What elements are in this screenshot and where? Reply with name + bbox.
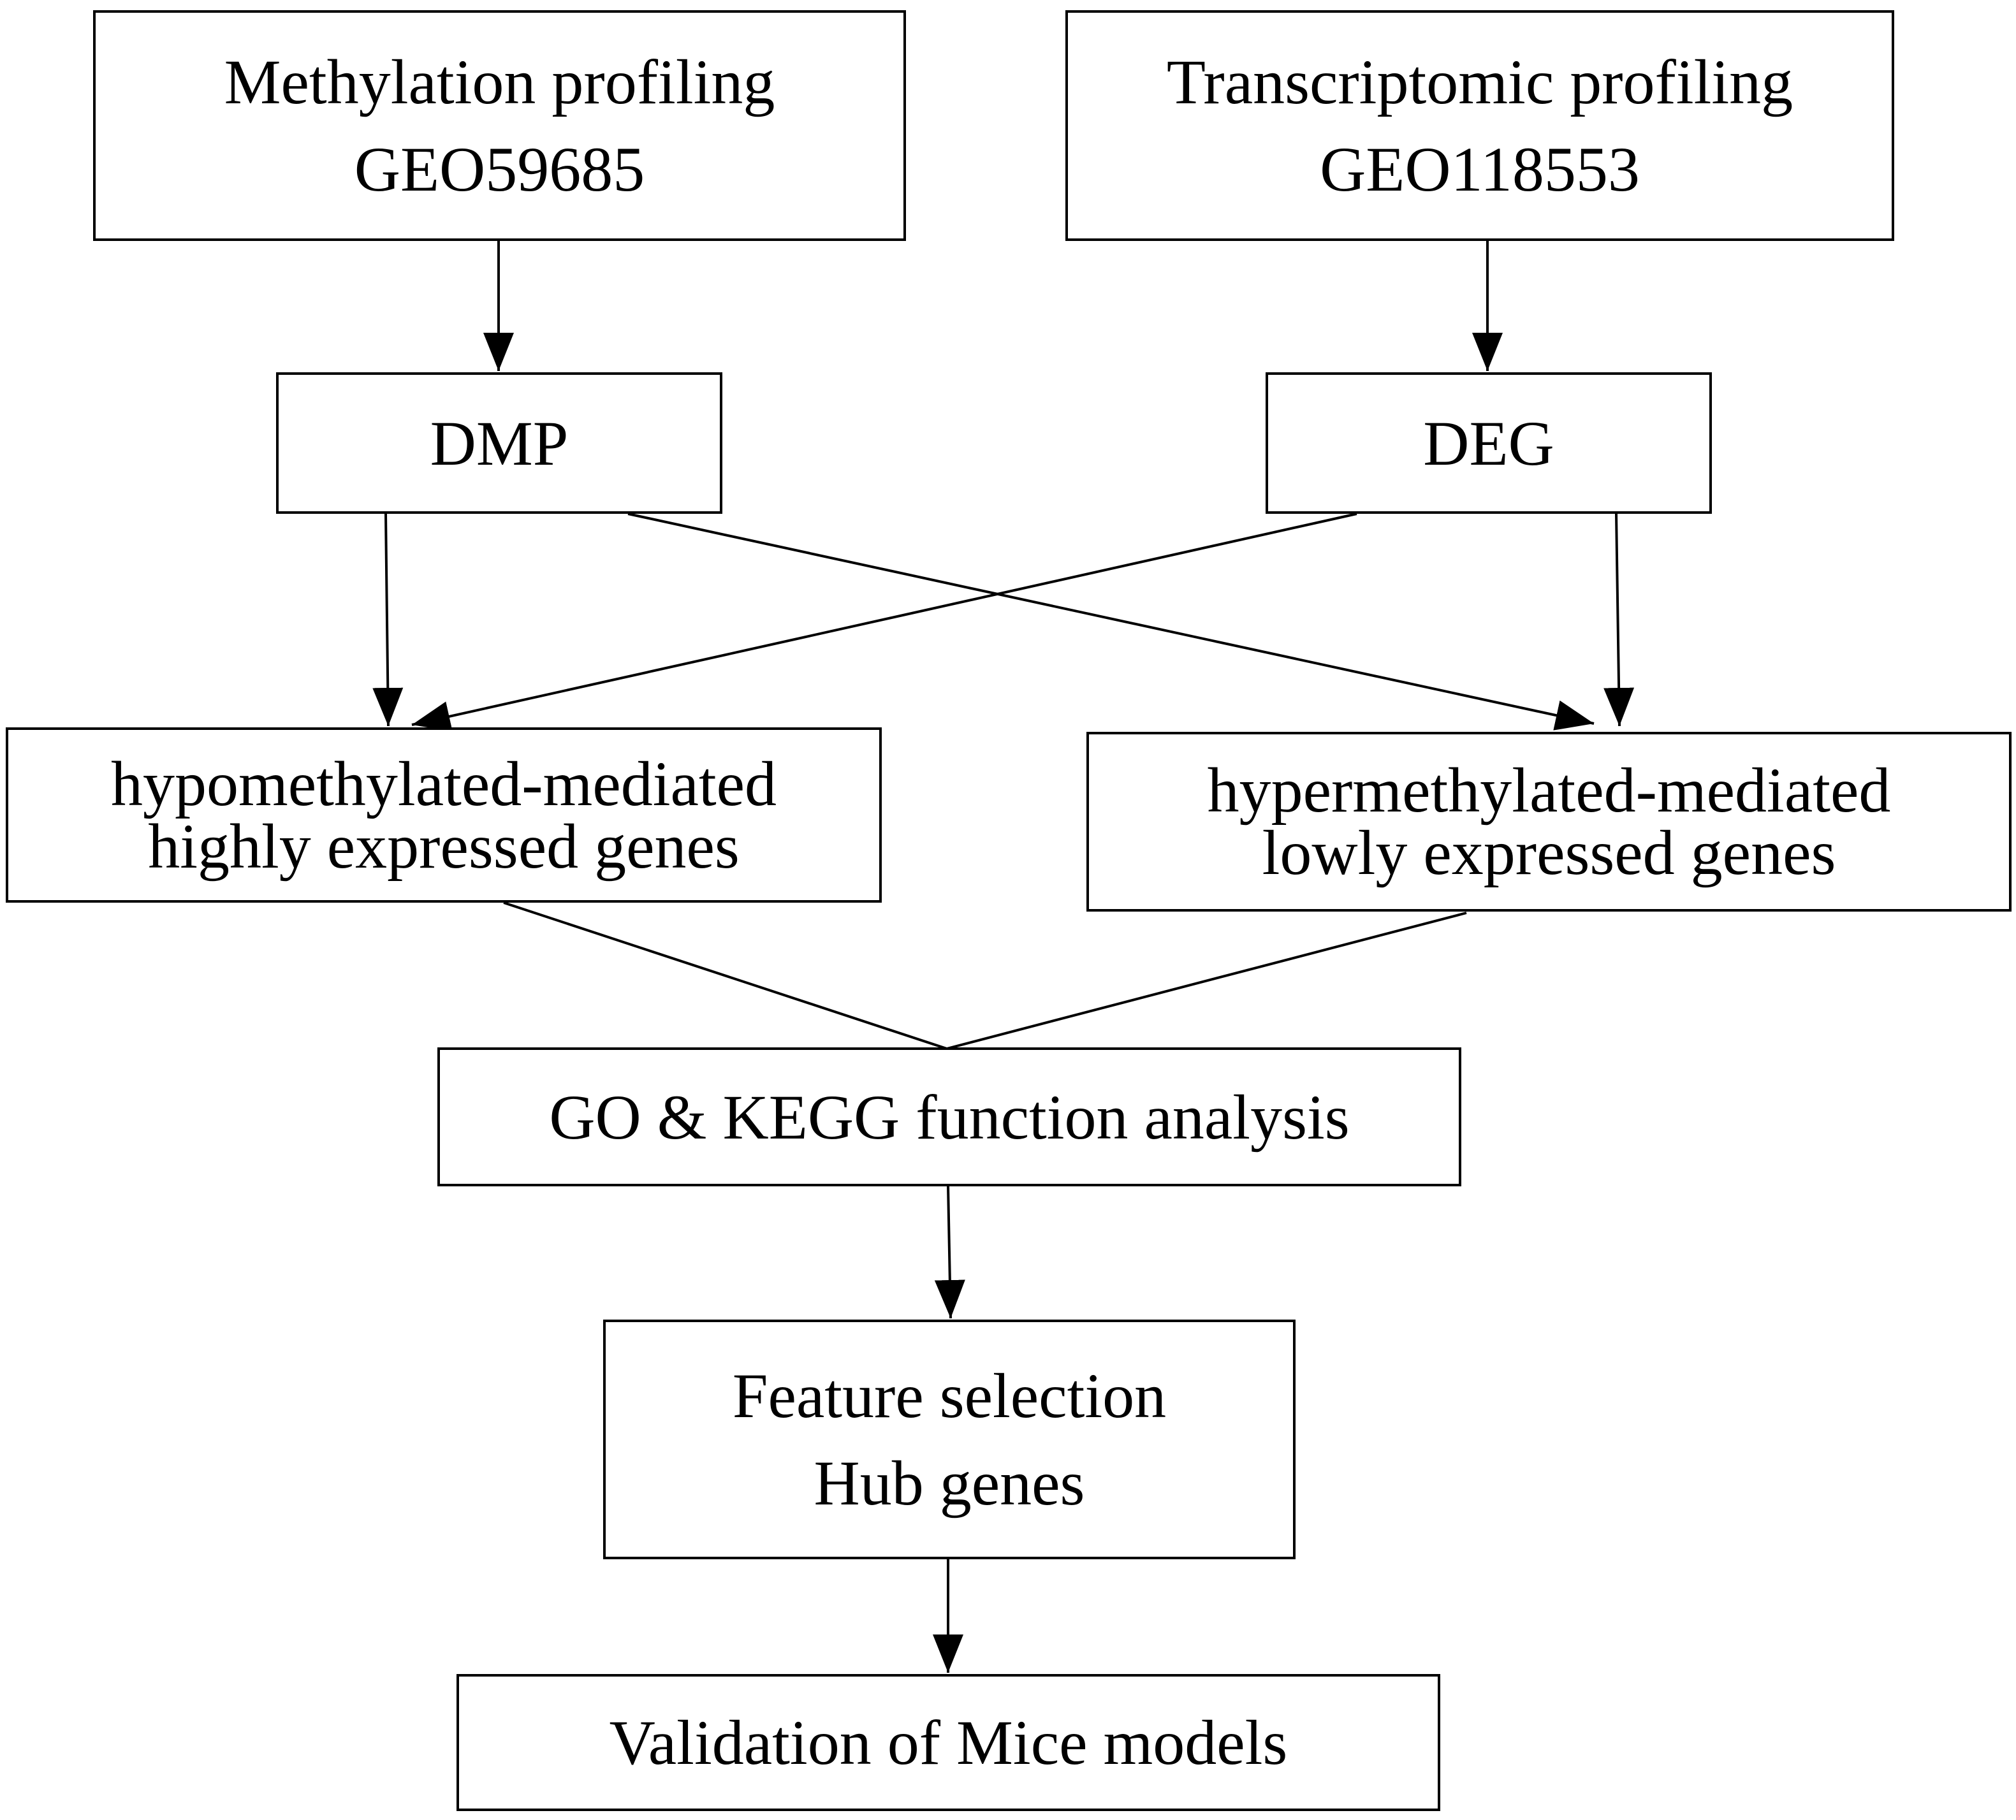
go-kegg-analysis-box: GO & KEGG function analysis xyxy=(437,1047,1461,1186)
validation-box: Validation of Mice models xyxy=(457,1674,1440,1811)
hub-genes-label: Hub genes xyxy=(814,1448,1085,1518)
hypermethylated-genes-line1: hypermethylated-mediated xyxy=(1207,755,1891,826)
arrow-dmp-to-hypo xyxy=(372,513,404,727)
arrow-deg-to-hypo xyxy=(411,513,1357,732)
hypomethylated-genes-box: hypomethylated-mediated highly expressed… xyxy=(6,727,882,903)
hypermethylated-genes-line2: lowly expressed genes xyxy=(1262,817,1836,888)
validation-label: Validation of Mice models xyxy=(609,1707,1288,1778)
feature-selection-label: Feature selection xyxy=(732,1360,1167,1431)
arrow-dmp-to-hyper xyxy=(627,513,1595,731)
feature-selection-box: Feature selection Hub genes xyxy=(603,1320,1296,1559)
arrow-go-kegg-to-feature xyxy=(934,1185,965,1319)
transcriptomic-profiling-box: Transcriptomic profiling GEO118553 xyxy=(1065,10,1894,241)
methylation-profiling-label: Methylation profiling xyxy=(224,47,775,117)
deg-label: DEG xyxy=(1423,407,1554,479)
hypomethylated-genes-line2: highly expressed genes xyxy=(148,810,740,882)
transcriptomic-dataset-id: GEO118553 xyxy=(1320,134,1640,205)
line-hypo-to-go-kegg xyxy=(503,901,947,1050)
go-kegg-analysis-label: GO & KEGG function analysis xyxy=(549,1081,1350,1153)
methylation-profiling-box: Methylation profiling GEO59685 xyxy=(93,10,906,241)
line-hyper-to-go-kegg xyxy=(946,912,1467,1050)
dmp-box: DMP xyxy=(276,372,722,514)
transcriptomic-profiling-label: Transcriptomic profiling xyxy=(1166,47,1793,117)
hypomethylated-genes-line1: hypomethylated-mediated xyxy=(110,748,777,819)
arrow-deg-to-hyper xyxy=(1603,513,1635,727)
methylation-dataset-id: GEO59685 xyxy=(354,134,645,205)
deg-box: DEG xyxy=(1266,372,1712,514)
dmp-label: DMP xyxy=(430,407,569,479)
hypermethylated-genes-box: hypermethylated-mediated lowly expressed… xyxy=(1086,732,2012,912)
